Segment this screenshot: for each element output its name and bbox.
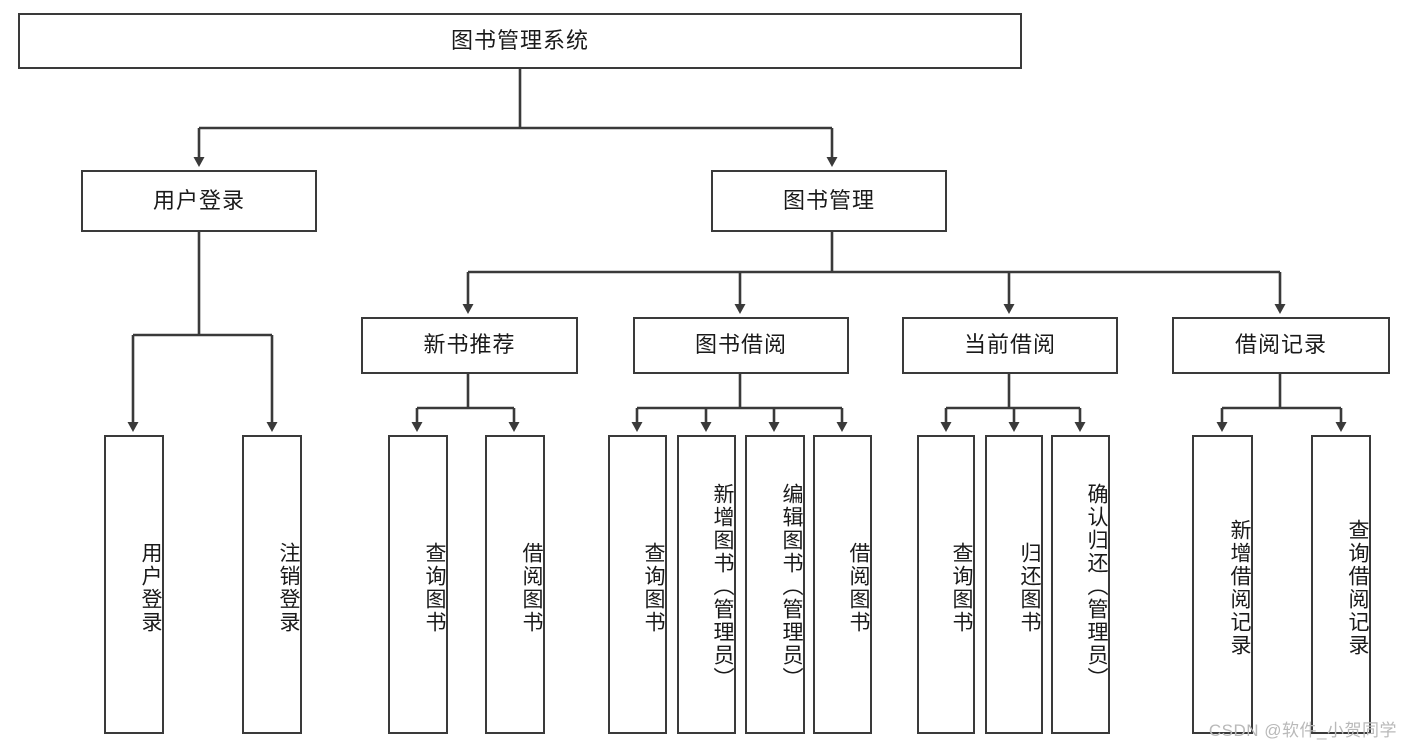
node-new-book-recommend[interactable]: 新书推荐 <box>361 317 578 374</box>
node-leaf[interactable]: 借阅图书 <box>813 435 872 734</box>
node-leaf[interactable]: 归还图书 <box>985 435 1043 734</box>
node-leaf[interactable]: 查询借阅记录 <box>1311 435 1371 734</box>
node-book-management[interactable]: 图书管理 <box>711 170 947 232</box>
node-leaf[interactable]: 确认归还（管理员） <box>1051 435 1110 734</box>
node-book-borrow[interactable]: 图书借阅 <box>633 317 849 374</box>
node-leaf[interactable]: 查询图书 <box>388 435 448 734</box>
node-current-borrow[interactable]: 当前借阅 <box>902 317 1118 374</box>
node-leaf[interactable]: 新增借阅记录 <box>1192 435 1253 734</box>
node-borrow-records[interactable]: 借阅记录 <box>1172 317 1390 374</box>
node-leaf[interactable]: 查询图书 <box>608 435 667 734</box>
node-leaf[interactable]: 注销登录 <box>242 435 302 734</box>
node-leaf[interactable]: 编辑图书（管理员） <box>745 435 805 734</box>
node-leaf[interactable]: 新增图书（管理员） <box>677 435 736 734</box>
node-leaf[interactable]: 借阅图书 <box>485 435 545 734</box>
node-user-login[interactable]: 用户登录 <box>81 170 317 232</box>
node-leaf[interactable]: 查询图书 <box>917 435 975 734</box>
node-root-system[interactable]: 图书管理系统 <box>18 13 1022 69</box>
watermark-credit: CSDN @软件_小贺同学 <box>1208 721 1397 740</box>
node-leaf[interactable]: 用户登录 <box>104 435 164 734</box>
